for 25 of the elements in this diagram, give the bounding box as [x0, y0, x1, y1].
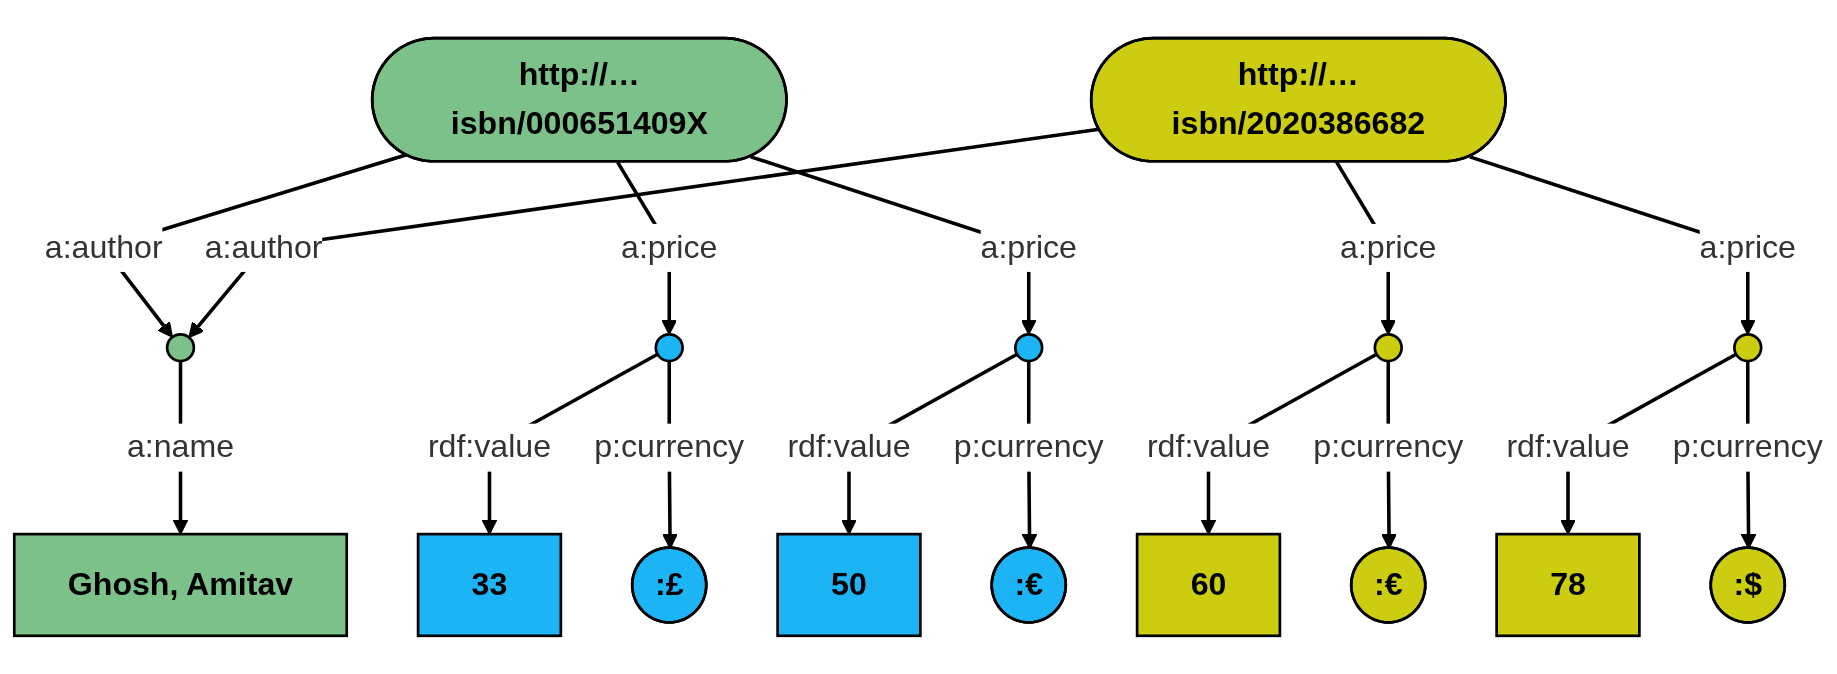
node-ellipse: [1014, 333, 1044, 363]
edge-label: rdf:value: [427, 428, 552, 465]
node-ellipse: [1733, 333, 1763, 363]
edge-label: a:price: [1699, 229, 1796, 265]
node-box: 50: [776, 532, 922, 638]
edge-label: rdf:value: [1506, 428, 1630, 465]
node-box: Ghosh, Amitav: [12, 532, 349, 638]
edge-label: a:price: [1340, 229, 1437, 265]
node-box: 60: [1135, 532, 1282, 638]
edge-label: p:currency: [594, 428, 745, 465]
edge-label: a:author: [204, 229, 323, 265]
node-box: 78: [1495, 532, 1641, 638]
edge-label: p:currency: [1313, 428, 1464, 465]
node-box: 33: [416, 532, 563, 638]
node-ellipse: [654, 333, 684, 363]
node-ellipse: [165, 333, 196, 363]
edge-label: a:price: [621, 229, 718, 265]
edge-label: a:author: [44, 229, 163, 265]
edge-label: rdf:value: [1146, 428, 1271, 465]
edge-label: a:name: [126, 428, 235, 465]
edge-label: a:price: [980, 229, 1077, 265]
edge-label: p:currency: [1672, 428, 1823, 465]
node-ellipse: [1373, 333, 1403, 363]
edge-label: p:currency: [953, 428, 1104, 465]
edge-label: rdf:value: [787, 428, 911, 465]
